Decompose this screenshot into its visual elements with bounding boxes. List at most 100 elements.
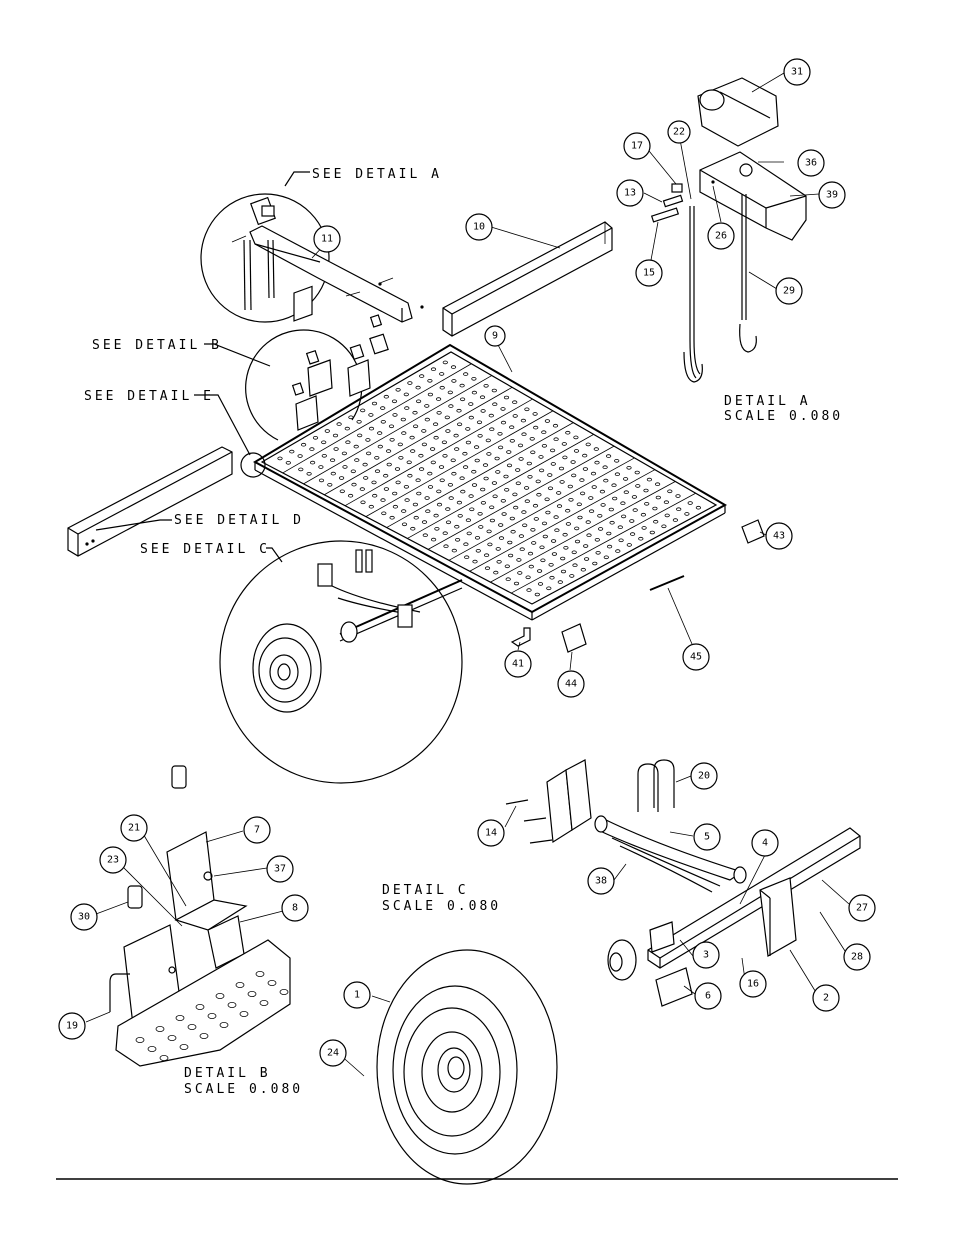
- svg-text:17: 17: [631, 141, 643, 152]
- svg-text:8: 8: [292, 903, 298, 914]
- side-rail-10: [442, 221, 613, 337]
- callout-43: 43: [765, 522, 793, 550]
- loose-parts: [510, 519, 765, 653]
- callout-bubbles: 1 2 3 4 5 6 7 8 9 10 11 13 14 15 16 17 1…: [58, 58, 876, 1067]
- fender-perforations: [135, 971, 289, 1062]
- callout-4: 4: [751, 829, 779, 857]
- svg-text:7: 7: [254, 825, 260, 836]
- fender-bracket-assembly: [109, 765, 291, 1067]
- see-detail-d-label: SEE DETAIL D: [174, 513, 304, 528]
- svg-text:43: 43: [773, 531, 785, 542]
- callout-19: 19: [58, 1012, 86, 1040]
- coupler-31: [697, 77, 779, 147]
- svg-text:45: 45: [690, 652, 702, 663]
- trailer-deck: [252, 343, 728, 621]
- side-rail-d: [67, 446, 233, 557]
- callout-22: 22: [667, 120, 691, 144]
- callout-1: 1: [343, 981, 371, 1009]
- svg-text:39: 39: [826, 190, 838, 201]
- svg-text:11: 11: [321, 234, 333, 245]
- detail-b-title: DETAIL B: [184, 1066, 271, 1081]
- callout-37: 37: [266, 855, 294, 883]
- tongue-assembly-11: [200, 193, 424, 323]
- see-detail-c-label: SEE DETAIL C: [140, 542, 270, 557]
- deck-perforations: [277, 360, 702, 597]
- detail-c-inset: [219, 540, 463, 784]
- svg-text:27: 27: [856, 903, 868, 914]
- u-bolts-20: [637, 759, 675, 812]
- svg-text:3: 3: [703, 950, 709, 961]
- callout-41: 41: [504, 650, 532, 678]
- svg-text:44: 44: [565, 679, 577, 690]
- see-detail-e-label: SEE DETAIL E: [84, 389, 214, 404]
- callout-7: 7: [243, 816, 271, 844]
- deck-slats: [282, 363, 696, 594]
- svg-text:23: 23: [107, 855, 119, 866]
- leader-lines: [85, 72, 850, 1077]
- callout-14: 14: [477, 819, 505, 847]
- tongue-bolts: [650, 183, 684, 223]
- svg-text:36: 36: [805, 158, 817, 169]
- svg-text:24: 24: [327, 1048, 339, 1059]
- svg-text:26: 26: [715, 231, 727, 242]
- svg-text:31: 31: [791, 67, 803, 78]
- callout-29: 29: [775, 277, 803, 305]
- svg-text:2: 2: [823, 993, 829, 1004]
- safety-chains: [683, 194, 757, 383]
- callout-11: 11: [313, 225, 341, 253]
- callout-31: 31: [783, 58, 811, 86]
- callout-20: 20: [690, 762, 718, 790]
- callout-8: 8: [281, 894, 309, 922]
- callout-27: 27: [848, 894, 876, 922]
- callout-36: 36: [797, 149, 825, 177]
- svg-text:14: 14: [485, 828, 497, 839]
- detail-a-scale: SCALE 0.080: [724, 409, 843, 424]
- detail-a-title: DETAIL A: [724, 394, 811, 409]
- svg-text:29: 29: [783, 286, 795, 297]
- see-detail-a-label: SEE DETAIL A: [312, 167, 442, 182]
- svg-text:15: 15: [643, 268, 655, 279]
- tongue-plate-39: [699, 151, 807, 241]
- svg-text:13: 13: [624, 188, 636, 199]
- svg-text:9: 9: [492, 331, 498, 342]
- see-detail-b-label: SEE DETAIL B: [92, 338, 222, 353]
- callout-5: 5: [693, 823, 721, 851]
- callout-15: 15: [635, 259, 663, 287]
- detail-e-inset: [240, 452, 266, 478]
- svg-text:20: 20: [698, 771, 710, 782]
- detail-b-inset: [245, 285, 389, 441]
- spring-hanger-plates: [505, 759, 592, 844]
- callout-10: 10: [465, 213, 493, 241]
- callout-38: 38: [587, 867, 615, 895]
- callout-6: 6: [694, 982, 722, 1010]
- svg-text:28: 28: [851, 952, 863, 963]
- svg-text:30: 30: [78, 912, 90, 923]
- detail-c-title: DETAIL C: [382, 883, 469, 898]
- svg-text:6: 6: [705, 991, 711, 1002]
- callout-28: 28: [843, 943, 871, 971]
- svg-text:16: 16: [747, 979, 759, 990]
- callout-21: 21: [120, 814, 148, 842]
- svg-text:5: 5: [704, 832, 710, 843]
- detail-c-scale: SCALE 0.080: [382, 899, 501, 914]
- wheel-1: [376, 949, 558, 1185]
- svg-text:38: 38: [595, 876, 607, 887]
- svg-text:1: 1: [354, 990, 360, 1001]
- svg-text:41: 41: [512, 659, 524, 670]
- callout-39: 39: [818, 181, 846, 209]
- svg-text:19: 19: [66, 1021, 78, 1032]
- callout-23: 23: [99, 846, 127, 874]
- svg-text:22: 22: [673, 127, 685, 138]
- callout-45: 45: [682, 643, 710, 671]
- callout-13: 13: [616, 179, 644, 207]
- callout-9: 9: [484, 325, 506, 347]
- svg-text:37: 37: [274, 864, 286, 875]
- callout-24: 24: [319, 1039, 347, 1067]
- callout-44: 44: [557, 670, 585, 698]
- axle-assembly: [607, 827, 861, 1007]
- svg-text:21: 21: [128, 823, 140, 834]
- leaf-spring-38: [594, 815, 747, 893]
- callout-3: 3: [692, 941, 720, 969]
- detail-b-scale: SCALE 0.080: [184, 1082, 303, 1097]
